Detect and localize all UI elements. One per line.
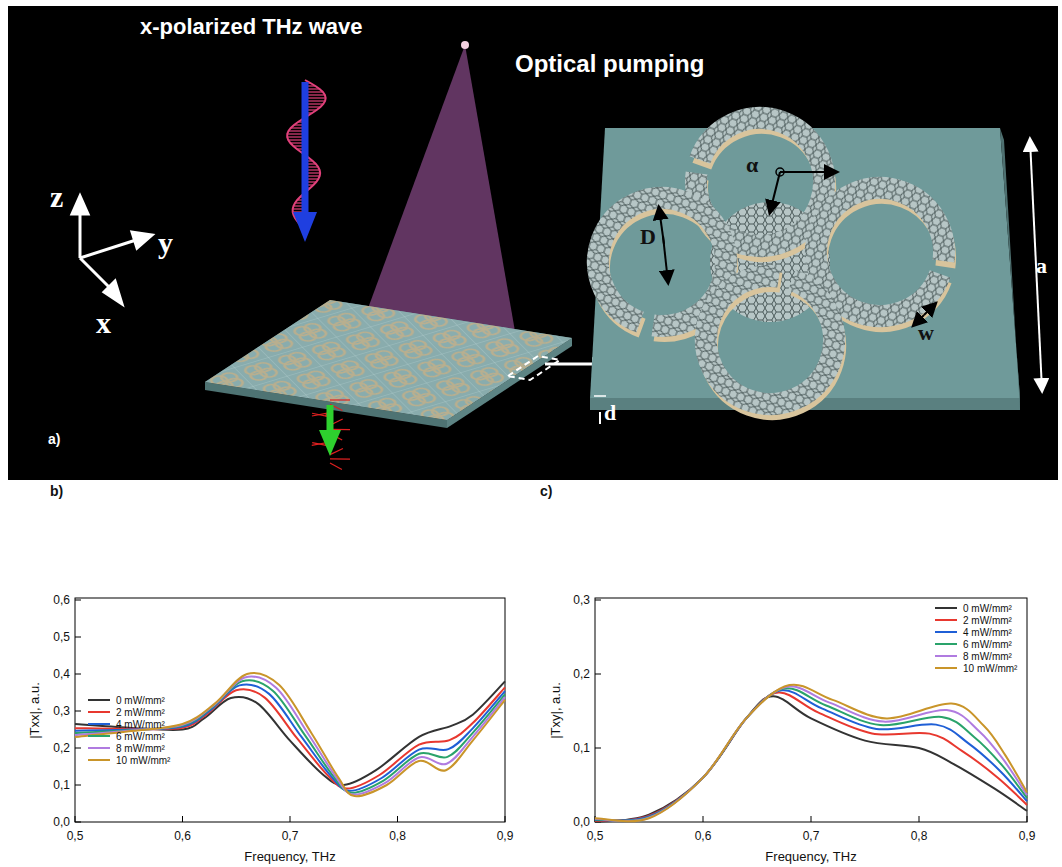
legend-text: 10 mW/mm²: [116, 755, 170, 766]
axis-label: 0,0: [53, 816, 70, 828]
legend-row: 0 mW/mm²: [88, 694, 170, 706]
axis-label: 0,5: [587, 830, 604, 842]
axis-label: 0,6: [695, 830, 712, 842]
data-curve: [75, 673, 505, 796]
legend-row: 6 mW/mm²: [88, 730, 170, 742]
data-curve: [75, 676, 505, 794]
axis-label: 0,1: [53, 779, 70, 791]
legend-line: [935, 655, 957, 657]
figure-label: y: [158, 228, 173, 258]
axis-label: 0,7: [803, 830, 820, 842]
axis-label: |Txy|, a.u.: [548, 682, 561, 739]
legend-text: 4 mW/mm²: [116, 719, 165, 730]
figure-label: x-polarized THz wave: [140, 16, 363, 38]
axis-label: 0,5: [67, 830, 84, 842]
axis-label: 0,8: [389, 830, 406, 842]
axis-label: Frequency, THz: [765, 850, 856, 863]
figure-label: a: [1036, 255, 1047, 277]
legend-text: 8 mW/mm²: [963, 651, 1012, 662]
figure-label: x: [96, 308, 111, 338]
axis-label: 0,2: [53, 742, 70, 754]
axis-label: 0,5: [53, 631, 70, 643]
data-curve: [595, 693, 1027, 821]
legend-line: [88, 759, 110, 761]
axis-label: |Txx|, a.u.: [27, 682, 40, 739]
legend-text: 4 mW/mm²: [963, 627, 1012, 638]
legend-text: 2 mW/mm²: [116, 707, 165, 718]
figure-label: D: [640, 226, 656, 248]
axis-label: 0,8: [911, 830, 928, 842]
legend-text: 2 mW/mm²: [963, 615, 1012, 626]
legend-row: 8 mW/mm²: [935, 650, 1017, 662]
legend-text: 0 mW/mm²: [963, 603, 1012, 614]
figure-label: c): [540, 484, 552, 498]
axis-label: Frequency, THz: [244, 850, 335, 863]
legend-row: 0 mW/mm²: [935, 602, 1017, 614]
legend-text: 10 mW/mm²: [963, 663, 1017, 674]
axis-label: 0,2: [573, 668, 590, 680]
figure-label: z: [50, 182, 63, 212]
legend-text: 6 mW/mm²: [116, 731, 165, 742]
axis-label: 0,6: [53, 594, 70, 606]
figure-label: a): [48, 432, 60, 446]
legend-row: 6 mW/mm²: [935, 638, 1017, 650]
axis-label: 0,3: [53, 705, 70, 717]
legend-row: 10 mW/mm²: [88, 754, 170, 766]
legend-row: 2 mW/mm²: [88, 706, 170, 718]
axis-label: 0,9: [1019, 830, 1036, 842]
legend-row: 4 mW/mm²: [935, 626, 1017, 638]
legend-line: [88, 723, 110, 725]
data-curve: [595, 690, 1027, 821]
axis-label: 0,9: [497, 830, 514, 842]
axis-label: 0,7: [282, 830, 299, 842]
legend-line: [935, 607, 957, 609]
data-curve: [75, 684, 505, 791]
legend-line: [88, 699, 110, 701]
figure-label: d: [604, 402, 616, 424]
legend-text: 0 mW/mm²: [116, 695, 165, 706]
legend-line: [88, 747, 110, 749]
legend-line: [88, 711, 110, 713]
legend-row: 8 mW/mm²: [88, 742, 170, 754]
legend: 0 mW/mm²2 mW/mm²4 mW/mm²6 mW/mm²8 mW/mm²…: [935, 602, 1017, 674]
axis-label: 0,0: [573, 816, 590, 828]
legend-row: 2 mW/mm²: [935, 614, 1017, 626]
axis-label: 0,4: [53, 668, 70, 680]
figure-label: b): [50, 484, 63, 498]
axis-label: 0,3: [573, 594, 590, 606]
legend-line: [935, 667, 957, 669]
data-curve: [595, 688, 1027, 821]
axis-label: 0,1: [573, 742, 590, 754]
legend-line: [935, 619, 957, 621]
data-curve: [595, 685, 1027, 822]
legend: 0 mW/mm²2 mW/mm²4 mW/mm²6 mW/mm²8 mW/mm²…: [88, 694, 170, 766]
legend-line: [88, 735, 110, 737]
figure-label: w: [918, 322, 934, 344]
legend-row: 10 mW/mm²: [935, 662, 1017, 674]
figure-label: α: [746, 154, 758, 176]
legend-text: 6 mW/mm²: [963, 639, 1012, 650]
legend-line: [935, 631, 957, 633]
legend-row: 4 mW/mm²: [88, 718, 170, 730]
legend-line: [935, 643, 957, 645]
axis-label: 0,6: [174, 830, 191, 842]
legend-text: 8 mW/mm²: [116, 743, 165, 754]
figure-label: Optical pumping: [515, 52, 704, 76]
data-curve: [75, 687, 505, 788]
